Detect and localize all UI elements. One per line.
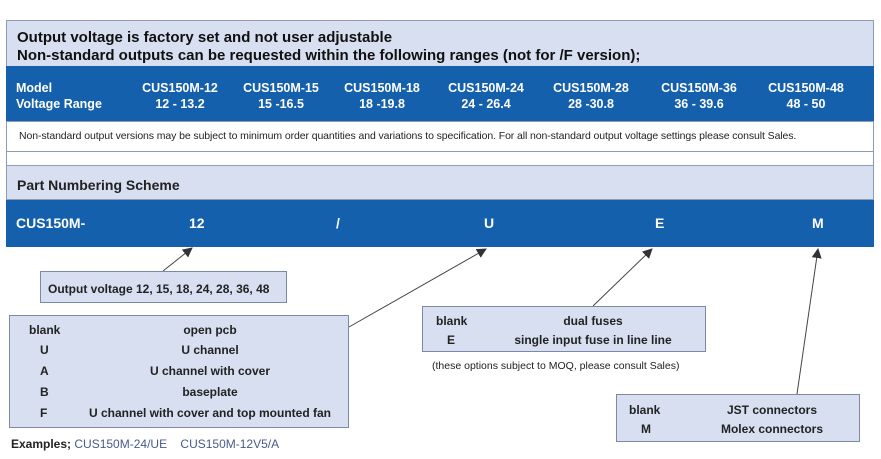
notice-box: Output voltage is factory set and not us… — [6, 20, 874, 66]
part-numbering-title: Part Numbering Scheme — [17, 177, 180, 193]
disclaimer-box: Non-standard output versions may be subj… — [6, 121, 874, 152]
pn-segment-slash: / — [336, 215, 340, 231]
chassis-desc: U channel with cover — [149, 364, 271, 378]
chassis-code: U — [40, 343, 49, 357]
model-cell: CUS150M-24 — [448, 81, 524, 95]
connector-desc: Molex connectors — [720, 422, 824, 436]
range-column: CUS150M-15 15 -16.5 — [231, 80, 331, 112]
notice-line-1: Output voltage is factory set and not us… — [17, 29, 393, 46]
range-column: CUS150M-12 12 - 13.2 — [130, 80, 230, 112]
row-label-voltage-range: Voltage Range — [16, 97, 102, 111]
connector-options-box: blank JST connectors M Molex connectors — [616, 394, 860, 442]
fuse-moq-note: (these options subject to MOQ, please co… — [432, 360, 680, 372]
range-cell: 48 - 50 — [786, 97, 826, 111]
chassis-desc: baseplate — [182, 385, 238, 399]
part-numbering-header: Part Numbering Scheme — [6, 165, 874, 200]
arrow-connector — [796, 248, 822, 395]
model-cell: CUS150M-48 — [768, 81, 844, 95]
connector-desc: JST connectors — [726, 403, 818, 417]
range-cell: 12 - 13.2 — [155, 97, 205, 111]
output-voltage-text: Output voltage 12, 15, 18, 24, 28, 36, 4… — [48, 282, 270, 296]
arrow-voltage — [162, 247, 193, 272]
output-voltage-box: Output voltage 12, 15, 18, 24, 28, 36, 4… — [40, 271, 287, 303]
connector-code: blank — [629, 403, 661, 417]
connector-code: M — [641, 422, 651, 436]
divider — [6, 152, 874, 165]
range-column: CUS150M-18 18 -19.8 — [332, 80, 432, 112]
notice-line-2: Non-standard outputs can be requested wi… — [17, 47, 641, 64]
chassis-desc: U channel — [181, 343, 239, 357]
range-cell: 15 -16.5 — [258, 97, 304, 111]
chassis-desc: open pcb — [183, 323, 237, 337]
part-number-band: CUS150M- 12 / U E M — [6, 200, 874, 247]
range-column: CUS150M-28 28 -30.8 — [541, 80, 641, 112]
fuse-options-box: blank dual fuses E single input fuse in … — [422, 306, 706, 352]
row-labels: Model Voltage Range — [16, 80, 102, 112]
chassis-code: blank — [29, 323, 61, 337]
voltage-range-table: Model Voltage Range CUS150M-12 12 - 13.2… — [6, 66, 874, 121]
pn-segment-chassis: U — [484, 215, 495, 231]
chassis-desc: U channel with cover and top mounted fan — [88, 406, 331, 420]
fuse-code: blank — [436, 314, 468, 328]
range-cell: 18 -19.8 — [359, 97, 405, 111]
model-cell: CUS150M-18 — [344, 81, 420, 95]
model-cell: CUS150M-36 — [661, 81, 737, 95]
fuse-desc: single input fuse in line line — [514, 333, 672, 347]
range-cell: 28 -30.8 — [568, 97, 614, 111]
arrow-fuse — [592, 248, 653, 307]
model-cell: CUS150M-12 — [142, 81, 218, 95]
model-cell: CUS150M-28 — [553, 81, 629, 95]
pn-segment-connector: M — [812, 215, 824, 231]
range-cell: 36 - 39.6 — [674, 97, 724, 111]
chassis-code: B — [40, 385, 49, 399]
pn-segment-series: CUS150M- — [16, 215, 86, 231]
model-cell: CUS150M-15 — [243, 81, 319, 95]
examples-values: CUS150M-24/UE CUS150M-12V5/A — [74, 437, 280, 451]
examples-line: Examples; CUS150M-24/UE CUS150M-12V5/A — [11, 437, 279, 451]
examples-label: Examples; — [11, 437, 72, 451]
pn-segment-voltage: 12 — [189, 215, 205, 231]
pn-segment-fuse: E — [655, 215, 665, 231]
chassis-options-box: blank open pcb U U channel A U channel w… — [9, 315, 349, 428]
range-cell: 24 - 26.4 — [461, 97, 511, 111]
fuse-desc: dual fuses — [563, 314, 623, 328]
range-column: CUS150M-24 24 - 26.4 — [436, 80, 536, 112]
row-label-model: Model — [16, 81, 53, 95]
range-column: CUS150M-48 48 - 50 — [756, 80, 856, 112]
disclaimer-text: Non-standard output versions may be subj… — [19, 130, 797, 142]
chassis-code: F — [40, 406, 48, 420]
fuse-code: E — [447, 333, 456, 347]
range-column: CUS150M-36 36 - 39.6 — [649, 80, 749, 112]
chassis-code: A — [40, 364, 49, 378]
arrow-chassis — [348, 248, 487, 328]
